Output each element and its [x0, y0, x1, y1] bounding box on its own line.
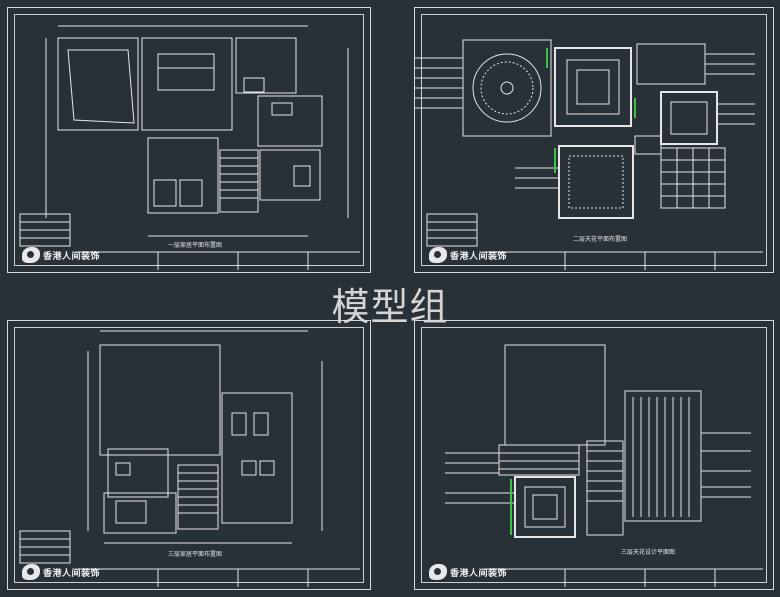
model-group-label: 模型组	[331, 285, 449, 329]
company-logo: 香港人间装饰	[22, 246, 100, 264]
company-logo: 香港人间装饰	[429, 246, 507, 264]
drawing-sheet-3[interactable]: 三层家居平面布置图 香港人间装饰	[7, 320, 371, 590]
drawing-sheet-4[interactable]: 三层天花设计平面图 香港人间装饰	[414, 320, 774, 590]
sheet-border	[421, 327, 767, 583]
sheet-1-title: 一层家居平面布置图	[168, 242, 223, 249]
sheet-border	[14, 14, 364, 266]
logo-mark-icon	[429, 247, 447, 263]
company-logo: 香港人间装饰	[429, 563, 507, 581]
sheet-border	[14, 327, 364, 583]
brand-name: 香港人间装饰	[450, 251, 508, 262]
drawing-sheet-1[interactable]: 一层家居平面布置图 香港人间装饰	[7, 7, 371, 273]
brand-name: 香港人间装饰	[43, 568, 101, 579]
logo-mark-icon	[429, 564, 447, 580]
brand-name: 香港人间装饰	[450, 568, 508, 579]
sheet-border	[421, 14, 767, 266]
logo-mark-icon	[22, 247, 40, 263]
brand-name: 香港人间装饰	[43, 251, 101, 262]
logo-mark-icon	[22, 564, 40, 580]
floor-plan-drawing	[19, 330, 360, 587]
sheet-3-title: 三层家居平面布置图	[168, 551, 223, 558]
floor-plan-drawing	[19, 25, 360, 270]
drawing-sheet-2[interactable]: 二层天花平面布置图 香港人间装饰	[414, 7, 774, 273]
ceiling-design-drawing	[445, 344, 763, 587]
sheet-4-title: 三层天花设计平面图	[621, 549, 676, 556]
ceiling-plan-drawing	[415, 39, 763, 270]
company-logo: 香港人间装饰	[22, 563, 100, 581]
sheet-2-title: 二层天花平面布置图	[573, 236, 628, 243]
